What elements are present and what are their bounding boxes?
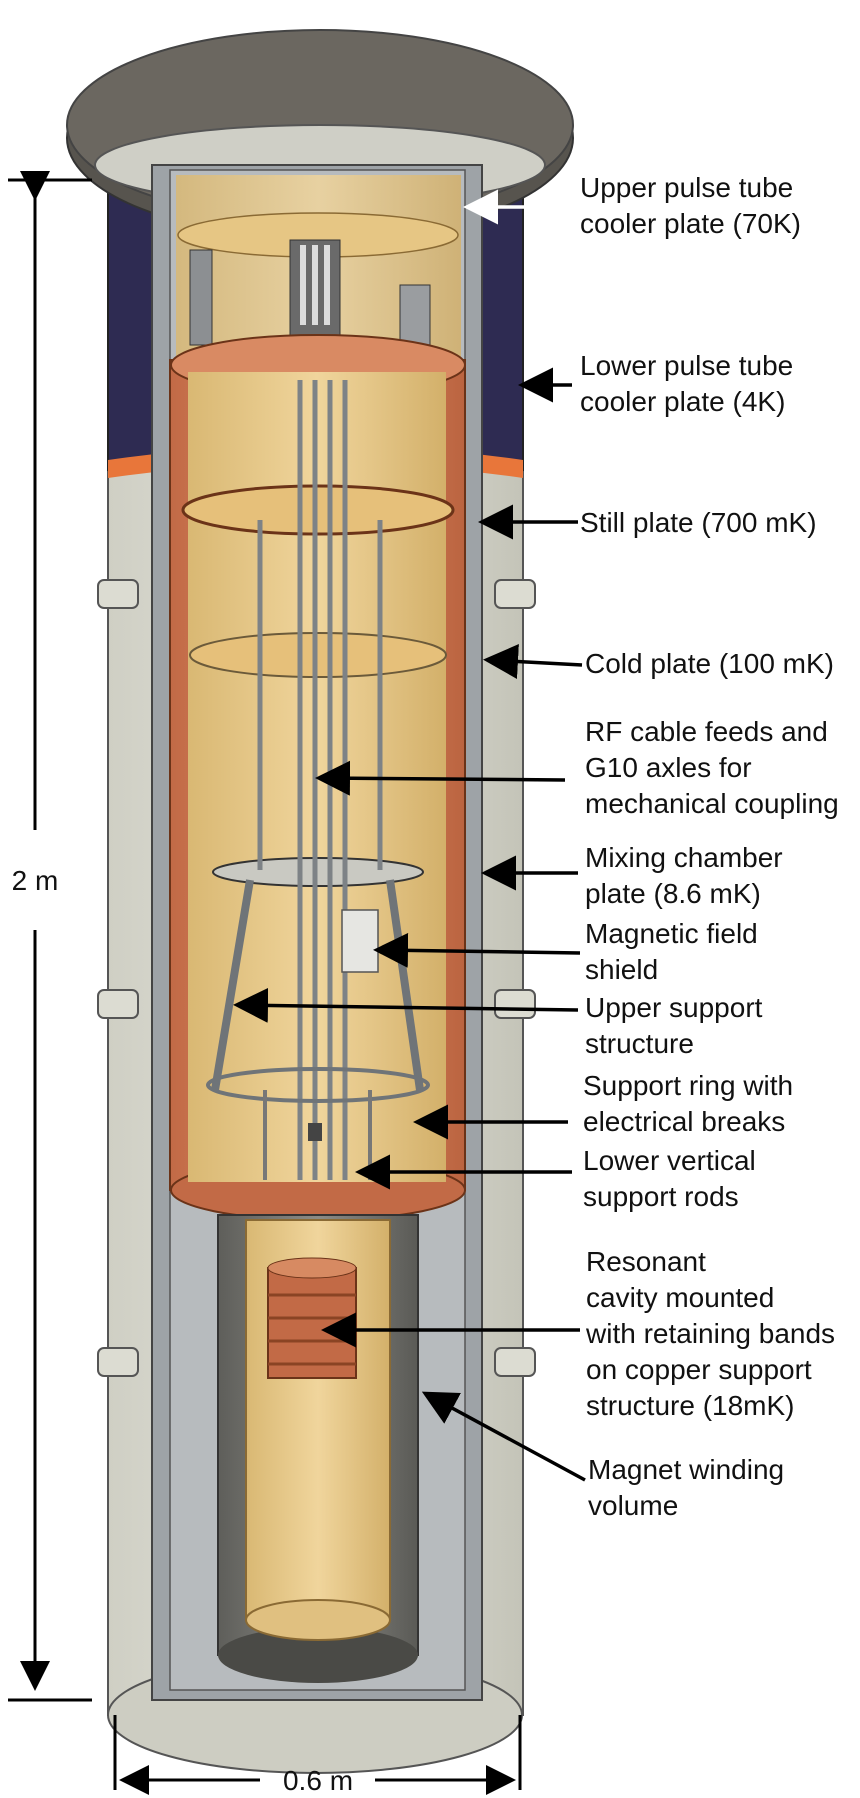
leader-arrows [233,189,586,1482]
upper-support-shape [211,879,424,1091]
label-mixing-chamber: Mixing chamber plate (8.6 mK) [585,842,783,909]
label-upper-pulse-tube: Upper pulse tube cooler plate (70K) [580,172,802,239]
height-label: 2 m [12,865,59,896]
shell-clamps [97,579,536,1377]
cavity-assembly [245,1219,391,1641]
label-lower-pulse-tube: Lower pulse tube cooler plate (4K) [580,350,794,417]
label-upper-support: Upper support structure [585,992,763,1059]
still-plate-shape [181,484,455,536]
label-magnetic-shield: Magnetic field shield [585,918,758,985]
magnetic-shield-box [341,909,379,973]
label-resonant-cavity: Resonant cavity mounted with retaining b… [586,1246,836,1421]
g10-axles [257,380,383,1180]
label-rf-cable: RF cable feeds and G10 axles for mechani… [585,716,839,819]
label-cold-plate: Cold plate (100 mK) [585,648,835,679]
label-still-plate: Still plate (700 mK) [580,507,817,538]
label-lower-rods: Lower vertical support rods [583,1145,756,1212]
width-dimension [113,1715,522,1795]
cold-plate-shape [189,632,447,678]
mixing-chamber-plate-shape [212,857,424,887]
width-label: 0.6 m [283,1765,353,1796]
label-support-ring: Support ring with electrical breaks [583,1070,794,1137]
label-magnet-winding: Magnet winding volume [588,1454,785,1521]
height-dimension [8,171,92,1702]
support-ring-shape [206,1067,430,1141]
